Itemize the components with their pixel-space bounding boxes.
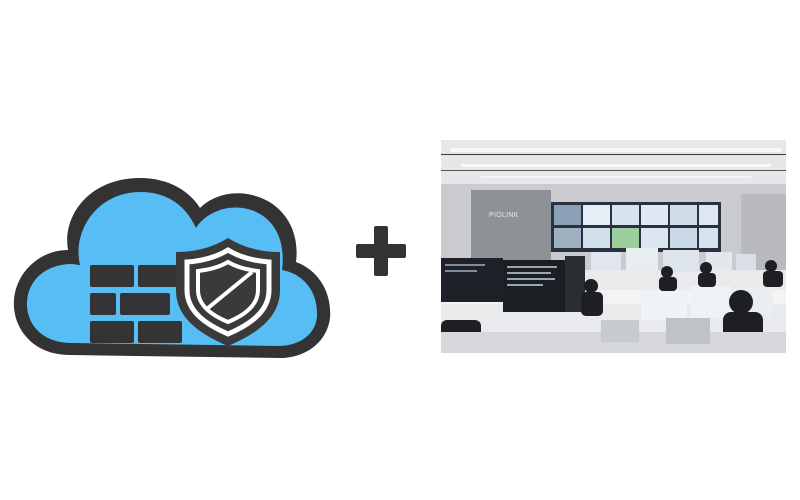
wall-logo-text: PIOLINK — [489, 212, 519, 219]
security-operations-center-photo: PIOLINK — [441, 140, 786, 353]
cloud-icon — [13, 178, 331, 358]
cloud-security-illustration — [0, 150, 340, 365]
plus-icon — [352, 222, 410, 280]
firewall-brick-icon — [90, 265, 182, 343]
shield-icon — [176, 238, 280, 346]
